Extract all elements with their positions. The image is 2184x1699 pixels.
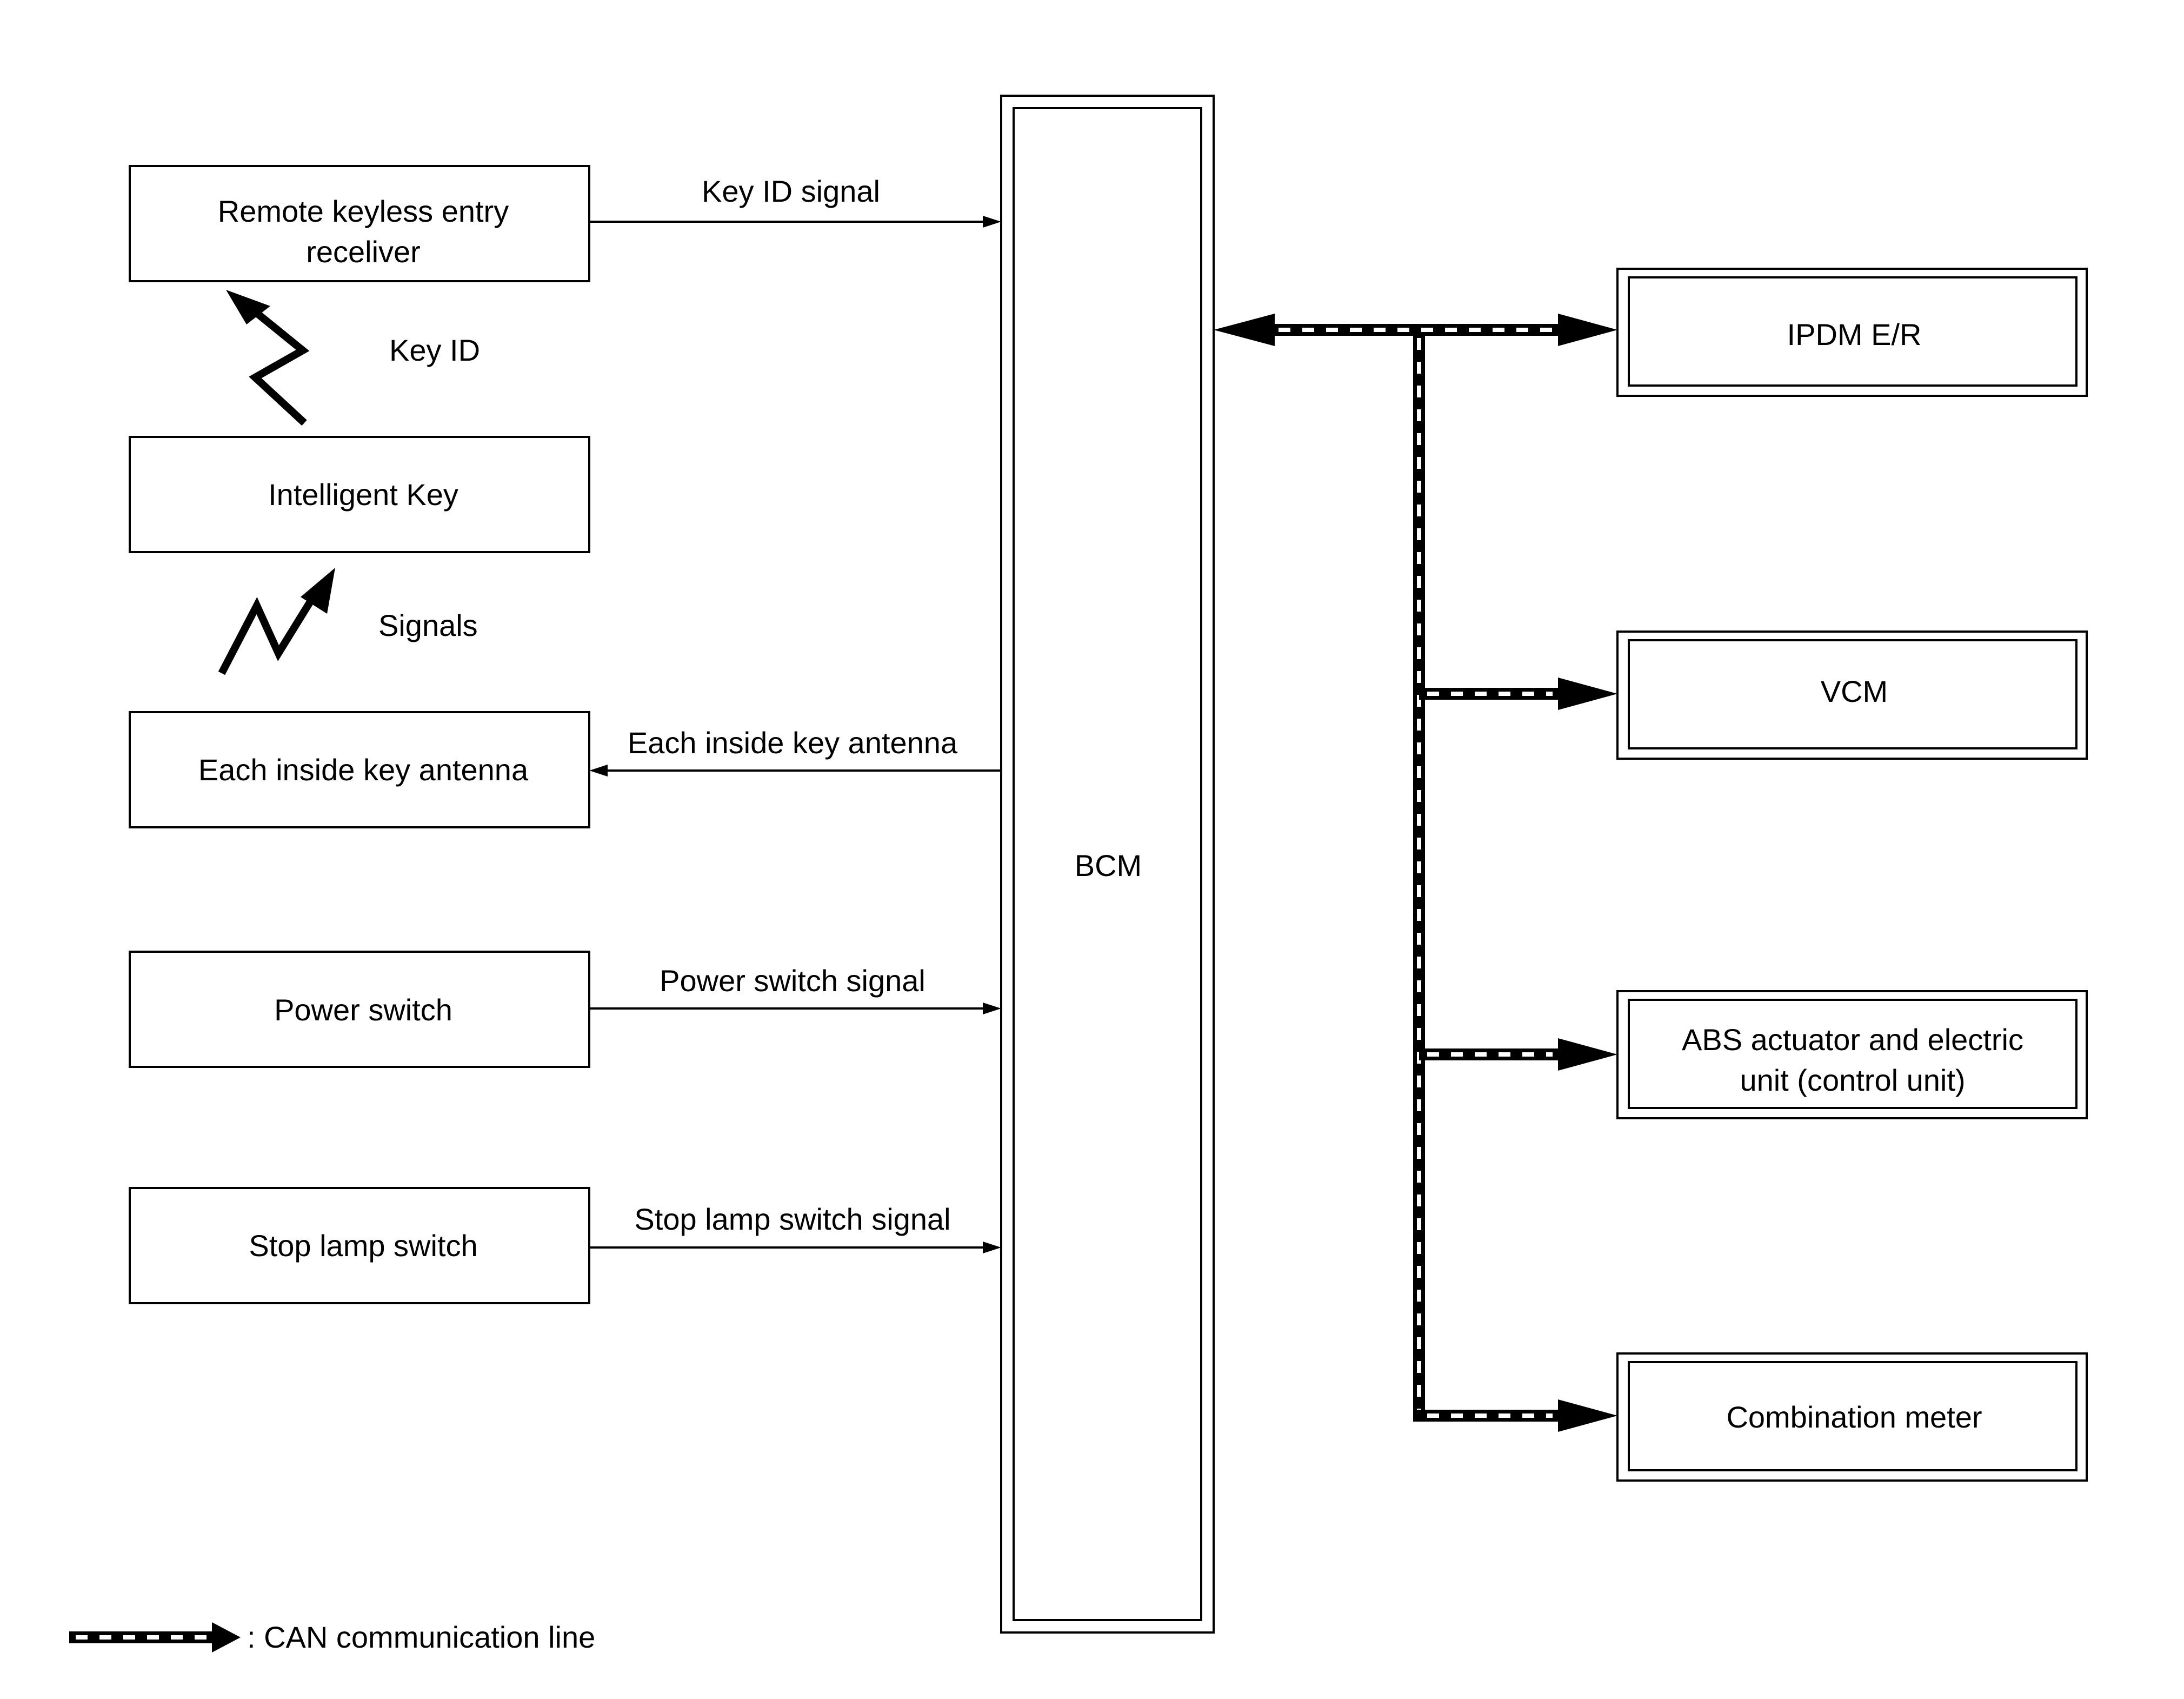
ipdm-er-label: IPDM E/R <box>1787 317 1922 351</box>
stop-lamp-switch-signal-line: Stop lamp switch signal <box>589 1202 1001 1253</box>
abs-actuator-box: ABS actuator and electric unit (control … <box>1616 990 2088 1119</box>
key-id-wireless-arrow: Key ID <box>226 290 480 426</box>
stop-lamp-switch-label: Stop lamp switch <box>249 1229 477 1263</box>
remote-keyless-label-line2: receliver <box>306 235 421 269</box>
abs-label-line1: ABS actuator and electric <box>1682 1023 2023 1057</box>
intelligent-key-label: Intelligent Key <box>268 477 458 512</box>
inside-key-antenna-box: Each inside key antenna <box>129 711 590 828</box>
key-id-signal-label: Key ID signal <box>702 174 880 208</box>
stop-lamp-switch-signal-label: Stop lamp switch signal <box>634 1202 950 1236</box>
legend: : CAN communication line <box>69 1620 595 1654</box>
key-id-signal-line: Key ID signal <box>589 174 1001 228</box>
bcm-box: BCM <box>1000 95 1215 1634</box>
bcm-label: BCM <box>1075 848 1142 882</box>
power-switch-signal-label: Power switch signal <box>660 964 925 998</box>
combination-meter-label: Combination meter <box>1726 1400 1982 1434</box>
legend-arrowhead <box>212 1622 241 1652</box>
inside-key-antenna-signal-label: Each inside key antenna <box>628 726 958 760</box>
power-switch-label: Power switch <box>274 993 452 1027</box>
stop-lamp-switch-box: Stop lamp switch <box>129 1187 590 1304</box>
signals-label: Signals <box>378 608 478 642</box>
legend-can-label: : CAN communication line <box>247 1620 595 1654</box>
intelligent-key-box: Intelligent Key <box>129 436 590 553</box>
can-bus-lines <box>1214 314 1617 1432</box>
combination-meter-box: Combination meter <box>1616 1352 2088 1482</box>
remote-keyless-label-line1: Remote keyless entry <box>218 194 509 228</box>
remote-keyless-entry-receiver-box: Remote keyless entry receliver <box>129 165 590 282</box>
power-switch-box: Power switch <box>129 951 590 1068</box>
inside-key-antenna-signal-line: Each inside key antenna <box>589 726 1001 777</box>
ipdm-er-box: IPDM E/R <box>1616 268 2088 397</box>
power-switch-signal-line: Power switch signal <box>589 964 1001 1014</box>
abs-label-line2: unit (control unit) <box>1740 1063 1965 1097</box>
inside-key-antenna-label: Each inside key antenna <box>198 753 529 787</box>
signals-wireless-arrow: Signals <box>218 568 478 675</box>
vcm-label: VCM <box>1821 674 1888 708</box>
vcm-box: VCM <box>1616 631 2088 760</box>
key-id-label: Key ID <box>389 333 480 367</box>
